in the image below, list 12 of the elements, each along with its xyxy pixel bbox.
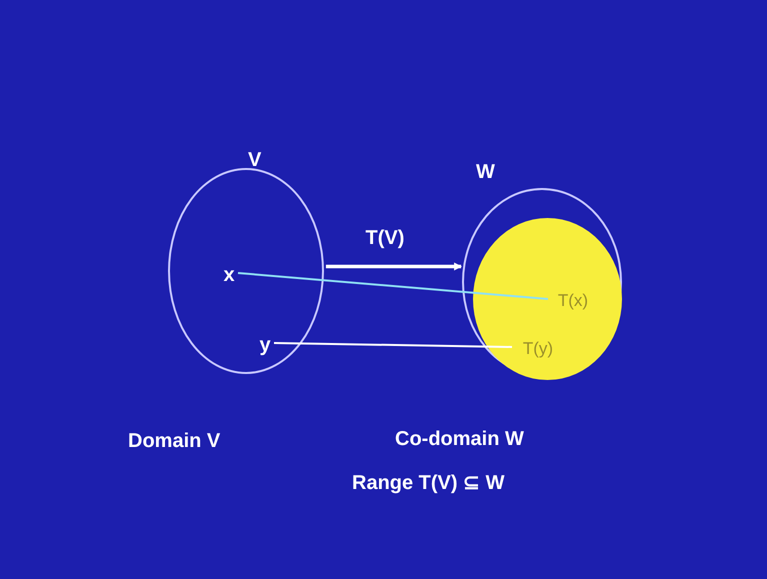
set-name: V xyxy=(248,148,262,173)
arrow xyxy=(326,262,462,270)
element-label: x xyxy=(218,262,240,288)
set-description: Domain V xyxy=(128,429,220,454)
mapping-line xyxy=(274,342,512,348)
element-label: y xyxy=(254,332,276,358)
element-label: T(y) xyxy=(514,336,562,362)
set-name: W xyxy=(476,160,495,185)
set-description: Range T(V) ⊆ W xyxy=(352,471,505,496)
mapping-line xyxy=(238,272,548,300)
element-label: T(x) xyxy=(550,288,596,314)
set-description: Co-domain W xyxy=(395,427,524,452)
